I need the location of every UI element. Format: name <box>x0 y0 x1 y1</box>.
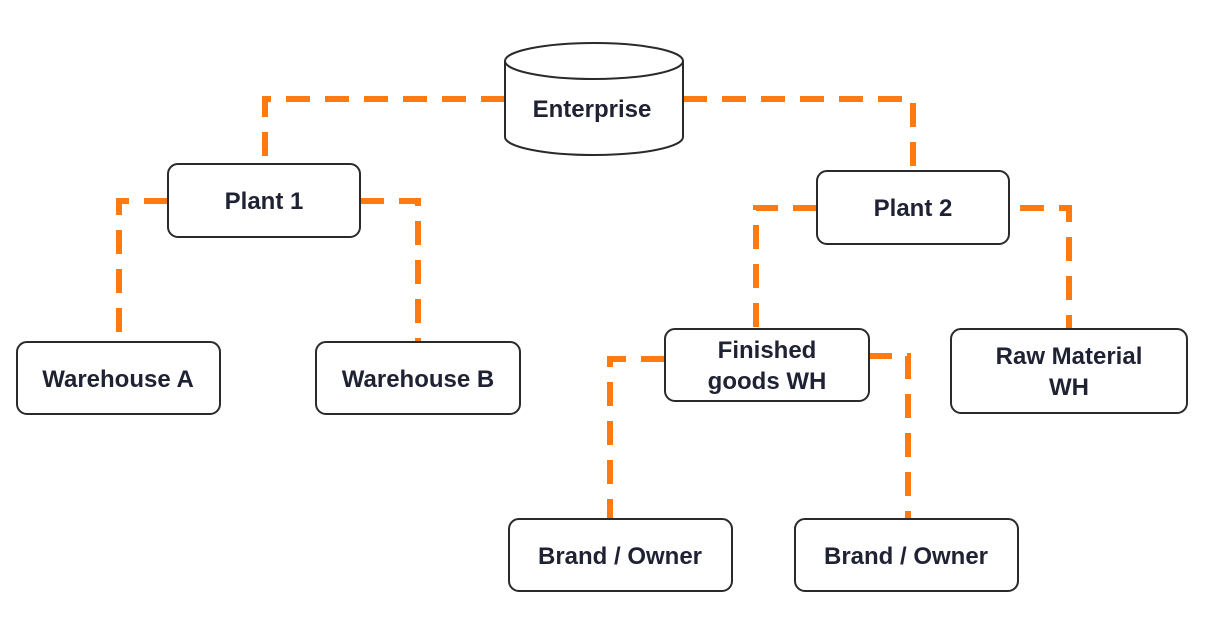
cylinder-icon <box>504 61 684 156</box>
cylinder-top <box>504 42 684 80</box>
raw-material-wh-label-line-1: Raw Material <box>996 343 1143 370</box>
connector-plant-1-warehouse-b <box>360 198 421 342</box>
brand-owner-1-node: Brand / Owner <box>508 518 733 592</box>
connector-plant-2-raw-material <box>1020 205 1072 329</box>
connector-enterprise-plant-1 <box>262 96 505 164</box>
connectors <box>116 96 1072 519</box>
raw-material-wh-label-line-2: WH <box>1049 374 1089 401</box>
raw-material-wh-node: Raw Material WH <box>950 328 1188 414</box>
finished-goods-wh-label-line-1: Finished <box>718 337 817 364</box>
connector-finished-goods-brand-owner-1 <box>607 356 665 519</box>
plant-1-label: Plant 1 <box>225 188 304 215</box>
warehouse-b-label: Warehouse B <box>342 366 494 393</box>
enterprise-label: Enterprise <box>533 96 652 123</box>
warehouse-a-label: Warehouse A <box>42 366 194 393</box>
finished-goods-wh-label-line-2: goods WH <box>708 368 827 395</box>
warehouse-b-node: Warehouse B <box>315 341 521 415</box>
brand-owner-2-label: Brand / Owner <box>824 543 988 570</box>
enterprise-node: Enterprise <box>504 42 684 156</box>
plant-2-node: Plant 2 <box>816 170 1010 245</box>
finished-goods-wh-node: Finished goods WH <box>664 328 870 402</box>
warehouse-a-node: Warehouse A <box>16 341 221 415</box>
plant-1-node: Plant 1 <box>167 163 361 238</box>
connector-finished-goods-brand-owner-2 <box>868 353 911 519</box>
connector-enterprise-plant-2 <box>683 96 916 171</box>
connector-plant-2-finished-goods <box>753 205 817 329</box>
brand-owner-2-node: Brand / Owner <box>794 518 1019 592</box>
brand-owner-1-label: Brand / Owner <box>538 543 702 570</box>
connector-plant-1-warehouse-a <box>116 198 168 342</box>
plant-2-label: Plant 2 <box>874 195 953 222</box>
